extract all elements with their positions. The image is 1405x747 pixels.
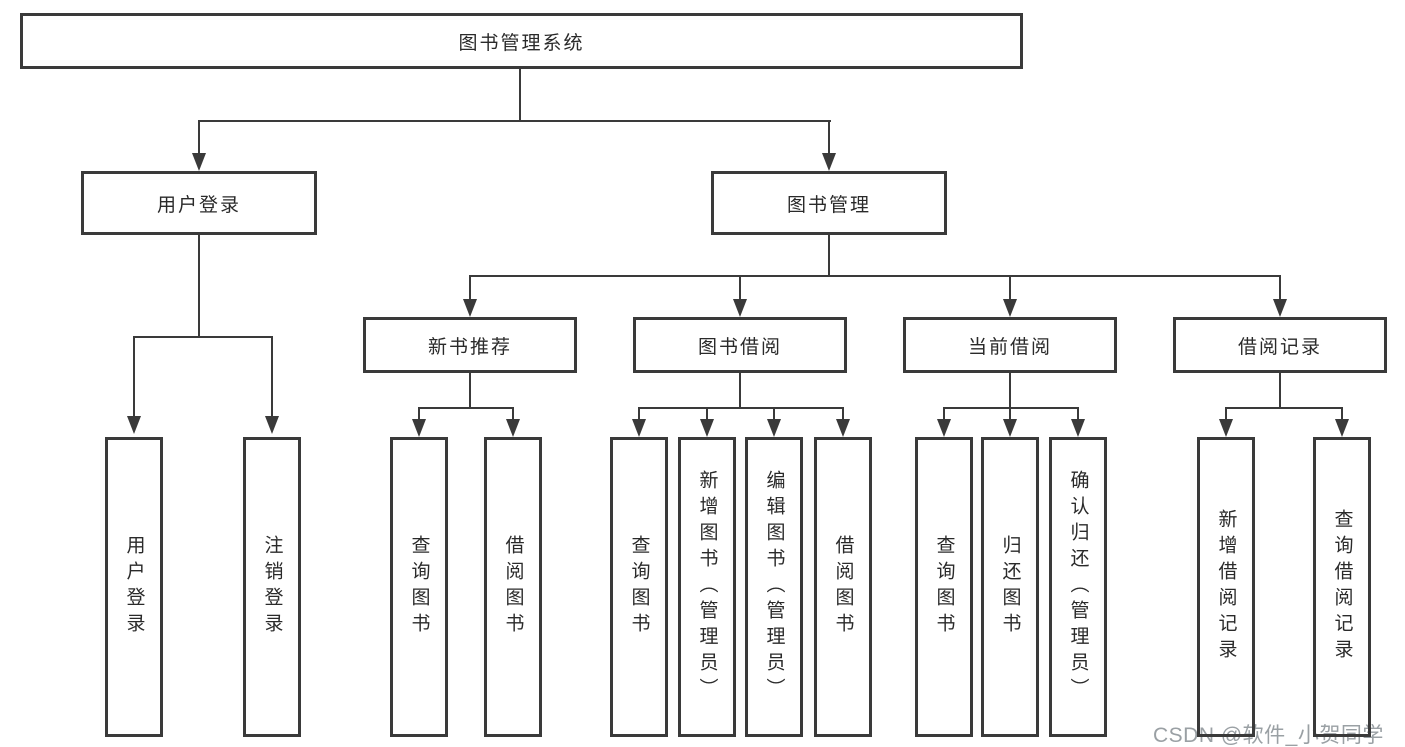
node-leaf-query-books-recommend-label: 查询图书: [408, 535, 430, 639]
arrowhead-icon: [463, 299, 477, 317]
connector-line: [469, 275, 1281, 277]
node-leaf-query-borrow-record: 查询借阅记录: [1313, 437, 1371, 737]
connector-line: [842, 407, 844, 421]
arrowhead-icon: [767, 419, 781, 437]
connector-line: [198, 120, 831, 122]
connector-line: [1077, 407, 1079, 421]
arrowhead-icon: [937, 419, 951, 437]
arrowhead-icon: [1003, 299, 1017, 317]
arrowhead-icon: [265, 416, 279, 434]
node-leaf-add-books-admin-label: 新增图书（管理员）: [696, 470, 718, 704]
node-user-login-branch: 用户登录: [81, 171, 317, 235]
node-leaf-logout: 注销登录: [243, 437, 301, 737]
connector-line: [512, 407, 514, 421]
node-leaf-query-books-recommend: 查询图书: [390, 437, 448, 737]
node-leaf-borrow-books-label: 借阅图书: [832, 535, 854, 639]
node-root-library-system: 图书管理系统: [20, 13, 1023, 69]
connector-line: [469, 275, 471, 301]
connector-line: [1279, 275, 1281, 301]
node-leaf-confirm-return-admin: 确认归还（管理员）: [1049, 437, 1107, 737]
connector-line: [418, 407, 420, 421]
node-leaf-user-login-label: 用户登录: [123, 535, 145, 639]
node-leaf-add-borrow-record-label: 新增借阅记录: [1215, 509, 1237, 665]
connector-line: [739, 373, 741, 409]
arrowhead-icon: [1273, 299, 1287, 317]
connector-line: [133, 336, 135, 417]
arrowhead-icon: [506, 419, 520, 437]
connector-line: [638, 407, 844, 409]
node-leaf-edit-books-admin: 编辑图书（管理员）: [745, 437, 803, 737]
node-leaf-logout-label: 注销登录: [261, 535, 283, 639]
connector-line: [1009, 373, 1011, 409]
arrowhead-icon: [1219, 419, 1233, 437]
csdn-watermark: CSDN @软件_小贺同学: [1153, 724, 1384, 747]
connector-line: [828, 120, 830, 154]
node-leaf-query-books-borrowing: 查询图书: [610, 437, 668, 737]
node-new-book-recommendation: 新书推荐: [363, 317, 577, 373]
connector-line: [773, 407, 775, 421]
arrowhead-icon: [836, 419, 850, 437]
connector-line: [1009, 407, 1011, 421]
arrowhead-icon: [127, 416, 141, 434]
node-borrowing-records-label: 借阅记录: [1237, 336, 1322, 358]
node-new-book-recommendation-label: 新书推荐: [427, 336, 512, 358]
node-book-borrowing: 图书借阅: [633, 317, 847, 373]
connector-line: [1279, 373, 1281, 409]
connector-line: [1009, 275, 1011, 301]
connector-line: [133, 336, 273, 338]
arrowhead-icon: [822, 153, 836, 171]
node-root-label: 图书管理系统: [458, 32, 585, 54]
connector-line: [828, 235, 830, 277]
arrowhead-icon: [1335, 419, 1349, 437]
node-book-management-branch-label: 图书管理: [786, 194, 871, 216]
connector-line: [519, 69, 521, 122]
node-borrowing-records: 借阅记录: [1173, 317, 1387, 373]
node-leaf-return-books-label: 归还图书: [999, 535, 1021, 639]
connector-line: [271, 336, 273, 417]
arrowhead-icon: [700, 419, 714, 437]
connector-line: [638, 407, 640, 421]
node-book-borrowing-label: 图书借阅: [697, 336, 782, 358]
arrowhead-icon: [632, 419, 646, 437]
node-leaf-query-books-current-label: 查询图书: [933, 535, 955, 639]
node-leaf-query-books-borrowing-label: 查询图书: [628, 535, 650, 639]
connector-line: [469, 373, 471, 409]
node-leaf-borrow-books: 借阅图书: [814, 437, 872, 737]
connector-line: [1225, 407, 1343, 409]
connector-line: [943, 407, 1079, 409]
connector-line: [943, 407, 945, 421]
connector-line: [198, 235, 200, 338]
node-leaf-edit-books-admin-label: 编辑图书（管理员）: [763, 470, 785, 704]
node-leaf-query-books-current: 查询图书: [915, 437, 973, 737]
node-leaf-add-books-admin: 新增图书（管理员）: [678, 437, 736, 737]
node-current-borrowing-label: 当前借阅: [967, 336, 1052, 358]
node-leaf-return-books: 归还图书: [981, 437, 1039, 737]
arrowhead-icon: [1071, 419, 1085, 437]
arrowhead-icon: [1003, 419, 1017, 437]
connector-line: [706, 407, 708, 421]
node-leaf-query-borrow-record-label: 查询借阅记录: [1331, 509, 1353, 665]
node-leaf-add-borrow-record: 新增借阅记录: [1197, 437, 1255, 737]
node-leaf-borrow-books-recommend-label: 借阅图书: [502, 535, 524, 639]
node-leaf-borrow-books-recommend: 借阅图书: [484, 437, 542, 737]
arrowhead-icon: [412, 419, 426, 437]
node-leaf-confirm-return-admin-label: 确认归还（管理员）: [1067, 470, 1089, 704]
node-current-borrowing: 当前借阅: [903, 317, 1117, 373]
node-leaf-user-login: 用户登录: [105, 437, 163, 737]
arrowhead-icon: [733, 299, 747, 317]
connector-line: [1341, 407, 1343, 421]
connector-line: [418, 407, 514, 409]
connector-line: [739, 275, 741, 301]
node-user-login-branch-label: 用户登录: [156, 194, 241, 216]
connector-line: [198, 120, 200, 154]
arrowhead-icon: [192, 153, 206, 171]
node-book-management-branch: 图书管理: [711, 171, 947, 235]
connector-line: [1225, 407, 1227, 421]
